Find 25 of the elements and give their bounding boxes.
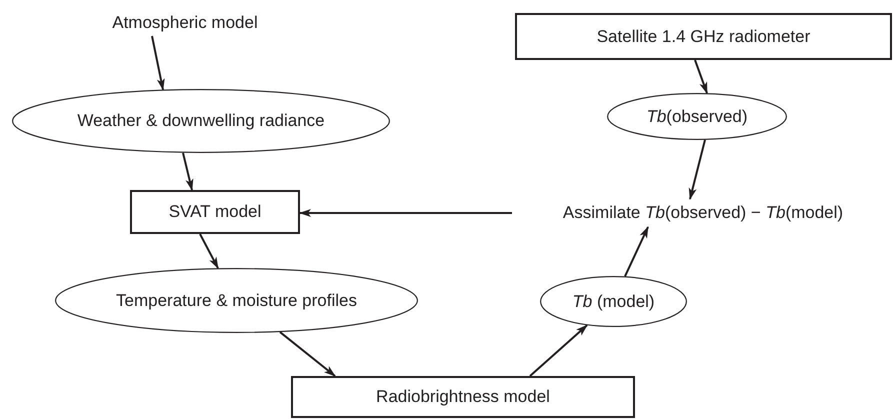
node-label: Assimilate Tb(observed) − Tb(model) (512, 199, 894, 227)
arrow (694, 60, 708, 94)
node-text: Satellite 1.4 GHz radiometer (596, 26, 810, 48)
arrow (624, 226, 649, 277)
process-ellipse (55, 268, 418, 333)
arrow (182, 152, 194, 191)
arrow (688, 140, 706, 200)
node-text: Tb (model) (572, 290, 655, 312)
arrow (279, 331, 336, 377)
node-text: Weather & downwelling radiance (77, 110, 325, 132)
node-text: SVAT model (168, 201, 262, 223)
node-text: Temperature & moisture profiles (116, 290, 357, 312)
node-label: Atmospheric model (90, 10, 280, 36)
process-ellipse (540, 276, 687, 327)
process-ellipse (607, 93, 787, 140)
process-box (515, 13, 892, 60)
process-ellipse (12, 89, 390, 153)
node-text: Tb(observed) (646, 106, 748, 128)
arrow (199, 234, 219, 270)
arrow (299, 209, 512, 217)
arrow (529, 324, 588, 377)
arrow (151, 36, 165, 91)
process-box (130, 190, 300, 234)
process-box (291, 376, 635, 418)
node-text: Radiobrightness model (376, 386, 550, 408)
